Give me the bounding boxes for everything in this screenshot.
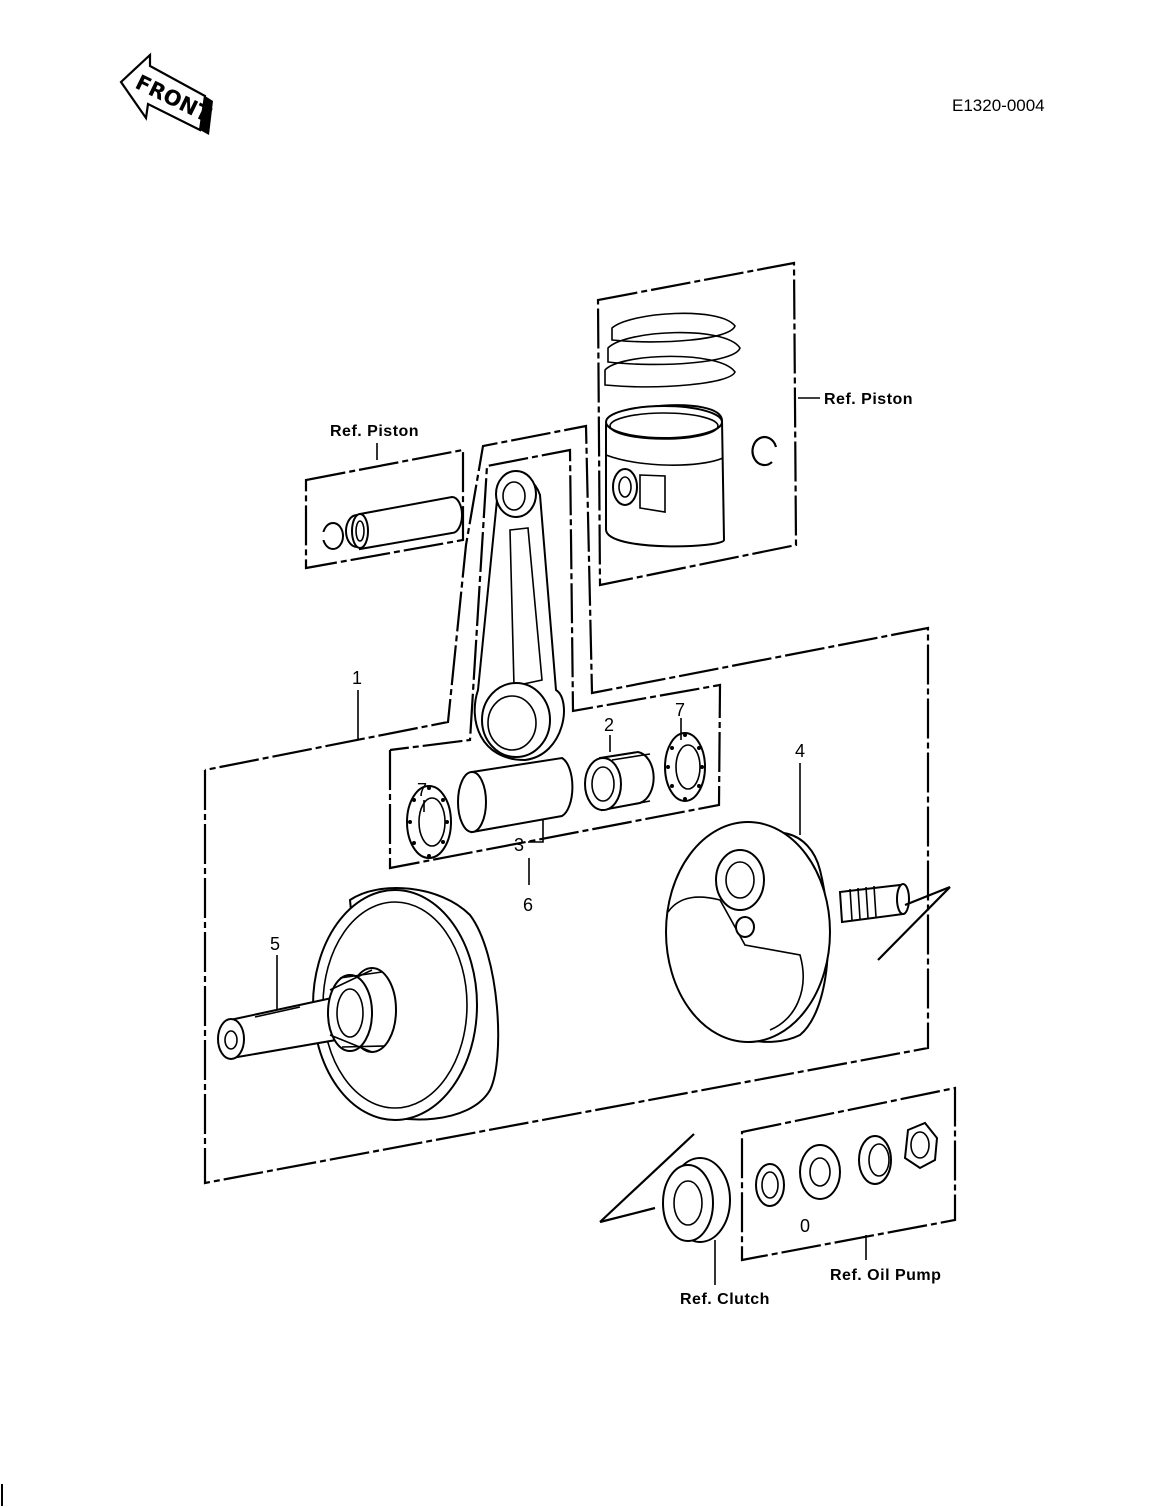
- ref-label-oil-pump: Ref. Oil Pump: [830, 1267, 941, 1284]
- drawing-code: E1320-0004: [952, 96, 1045, 115]
- thrust-washer-right: [664, 732, 706, 802]
- flywheel-right: [665, 821, 951, 1043]
- callout-4: 4: [795, 741, 805, 761]
- callout-7-right: 7: [675, 700, 685, 720]
- leader-lines: [276, 397, 867, 1285]
- callout-3: 3: [514, 835, 524, 855]
- thrust-washer-left: [406, 785, 452, 859]
- piston-ref-box: [596, 261, 798, 587]
- connecting-rod: [473, 470, 565, 762]
- front-arrow-icon: FRONT: [119, 52, 215, 135]
- small-mark: 0: [800, 1216, 810, 1236]
- ref-label-piston-pin: Ref. Piston: [330, 423, 419, 440]
- crank-pin: [457, 756, 574, 834]
- callout-7-left: 7: [417, 780, 427, 800]
- clutch-gear: [599, 1133, 731, 1243]
- callout-5: 5: [270, 934, 280, 954]
- crankshaft-assembly-boundary: [203, 424, 930, 1185]
- piston-pin-ref-box: [304, 448, 465, 570]
- flywheel-left: [217, 887, 500, 1121]
- oil-pump-ref-box: [740, 1086, 957, 1262]
- callout-1: 1: [352, 668, 362, 688]
- callout-2: 2: [604, 715, 614, 735]
- needle-bearing: [584, 750, 655, 812]
- ref-label-clutch: Ref. Clutch: [680, 1291, 770, 1308]
- ref-label-piston: Ref. Piston: [824, 391, 913, 408]
- callout-6: 6: [523, 895, 533, 915]
- rod-kit-boundary: [388, 448, 722, 870]
